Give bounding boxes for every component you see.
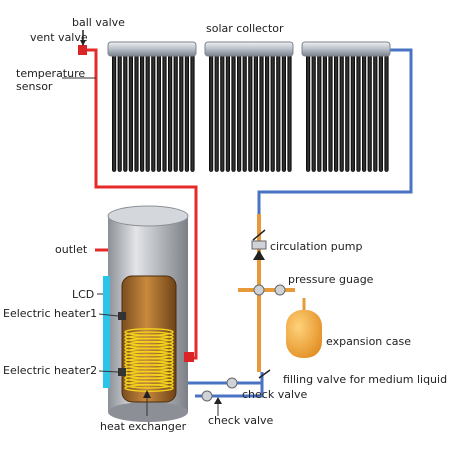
electric-heater-2-label: Eelectric heater2: [3, 364, 97, 377]
collector-tube: [345, 54, 350, 172]
collector-tube: [311, 54, 316, 172]
solar-collector: [107, 41, 391, 172]
collector-tube: [237, 54, 242, 172]
collector-tube: [334, 54, 339, 172]
collector-tube: [190, 54, 195, 172]
check-valve-upper-icon: [226, 377, 238, 389]
collector-tube: [242, 54, 247, 172]
collector-tube: [179, 54, 184, 172]
lcd-panel: [103, 276, 110, 388]
lcd-label: LCD: [72, 288, 94, 301]
collector-tube: [220, 54, 225, 172]
collector-tube: [117, 54, 122, 172]
circulation-pump-body: [251, 240, 267, 250]
collector-tube: [373, 54, 378, 172]
collector-tube: [134, 54, 139, 172]
temperature-sensor-label-2: sensor: [16, 80, 53, 93]
expansion-case-icon: [286, 310, 322, 358]
collector-tube: [362, 54, 367, 172]
collector-tube: [281, 54, 286, 172]
temperature-sensor-label-1: temperature: [16, 67, 85, 80]
collector-tube: [306, 54, 311, 172]
sensor-port-icon: [184, 352, 194, 362]
electric-heater-2-icon: [118, 368, 126, 376]
tank-top: [107, 205, 189, 227]
circulation-pump-valve-icon: [252, 229, 266, 241]
check-valve-lower-label: check valve: [208, 414, 274, 427]
ball-valve-icon: [78, 45, 87, 55]
collector-tube: [140, 54, 145, 172]
collector-tube: [156, 54, 161, 172]
collector-tube: [184, 54, 189, 172]
coil-loop: [124, 380, 174, 389]
collector-tube: [231, 54, 236, 172]
collector-tube: [378, 54, 383, 172]
expansion-case-label: expansion case: [326, 335, 411, 348]
collector-tube: [214, 54, 219, 172]
ball-valve-label: ball valve: [72, 16, 125, 29]
collector-tube: [173, 54, 178, 172]
tank-bottom: [108, 402, 188, 422]
pressure-gauge-2-icon: [274, 284, 286, 296]
pressure-gauge-icon: [253, 284, 265, 296]
check-valve-upper-label: check valve: [242, 388, 308, 401]
collector-tube: [259, 54, 264, 172]
collector-manifold-1: [107, 41, 197, 57]
outlet-label: outlet: [55, 243, 88, 256]
heat-exchanger-label: heat exchanger: [100, 420, 187, 433]
hot-pipe-loop: [80, 48, 198, 360]
coil-loop: [124, 384, 174, 392]
collector-manifold-3: [301, 41, 391, 57]
electric-heater-1-label: Eelectric heater1: [3, 307, 97, 320]
circulation-pump-icon: [253, 250, 265, 260]
vent-arrow-icon: [80, 40, 86, 46]
vent-valve-label: vent valve: [30, 31, 88, 44]
collector-tube: [270, 54, 275, 172]
collector-tube: [145, 54, 150, 172]
filling-valve-label: filling valve for medium liquid: [283, 373, 447, 386]
collector-tube: [112, 54, 117, 172]
collector-tube: [265, 54, 270, 172]
check-valve-arrow-icon: [214, 397, 222, 404]
copper-pipe: [238, 214, 295, 372]
collector-tube: [162, 54, 167, 172]
collector-tube: [328, 54, 333, 172]
electric-heater-1-icon: [118, 312, 126, 320]
pressure-gauge-label: pressure guage: [288, 273, 374, 286]
collector-tube: [168, 54, 173, 172]
collector-tube: [253, 54, 258, 172]
collector-tube: [322, 54, 327, 172]
collector-tube: [317, 54, 322, 172]
collector-tube: [123, 54, 128, 172]
collector-tube: [225, 54, 230, 172]
check-valve-lower-icon: [201, 390, 213, 402]
collector-tube: [350, 54, 355, 172]
collector-tube: [356, 54, 361, 172]
heat-exchanger-arrow-icon: [143, 390, 151, 398]
collector-tube: [276, 54, 281, 172]
collector-tube: [339, 54, 344, 172]
collector-tube: [287, 54, 292, 172]
circulation-pump-label: circulation pump: [270, 240, 362, 253]
filling-valve-icon: [258, 369, 271, 379]
collector-tube: [384, 54, 389, 172]
collector-tube: [151, 54, 156, 172]
collector-tube: [367, 54, 372, 172]
water-tank: [103, 205, 194, 422]
solar-collector-label: solar collector: [206, 22, 284, 35]
collector-tube: [128, 54, 133, 172]
collector-tube: [209, 54, 214, 172]
collector-tube: [248, 54, 253, 172]
collector-manifold-2: [204, 41, 294, 57]
